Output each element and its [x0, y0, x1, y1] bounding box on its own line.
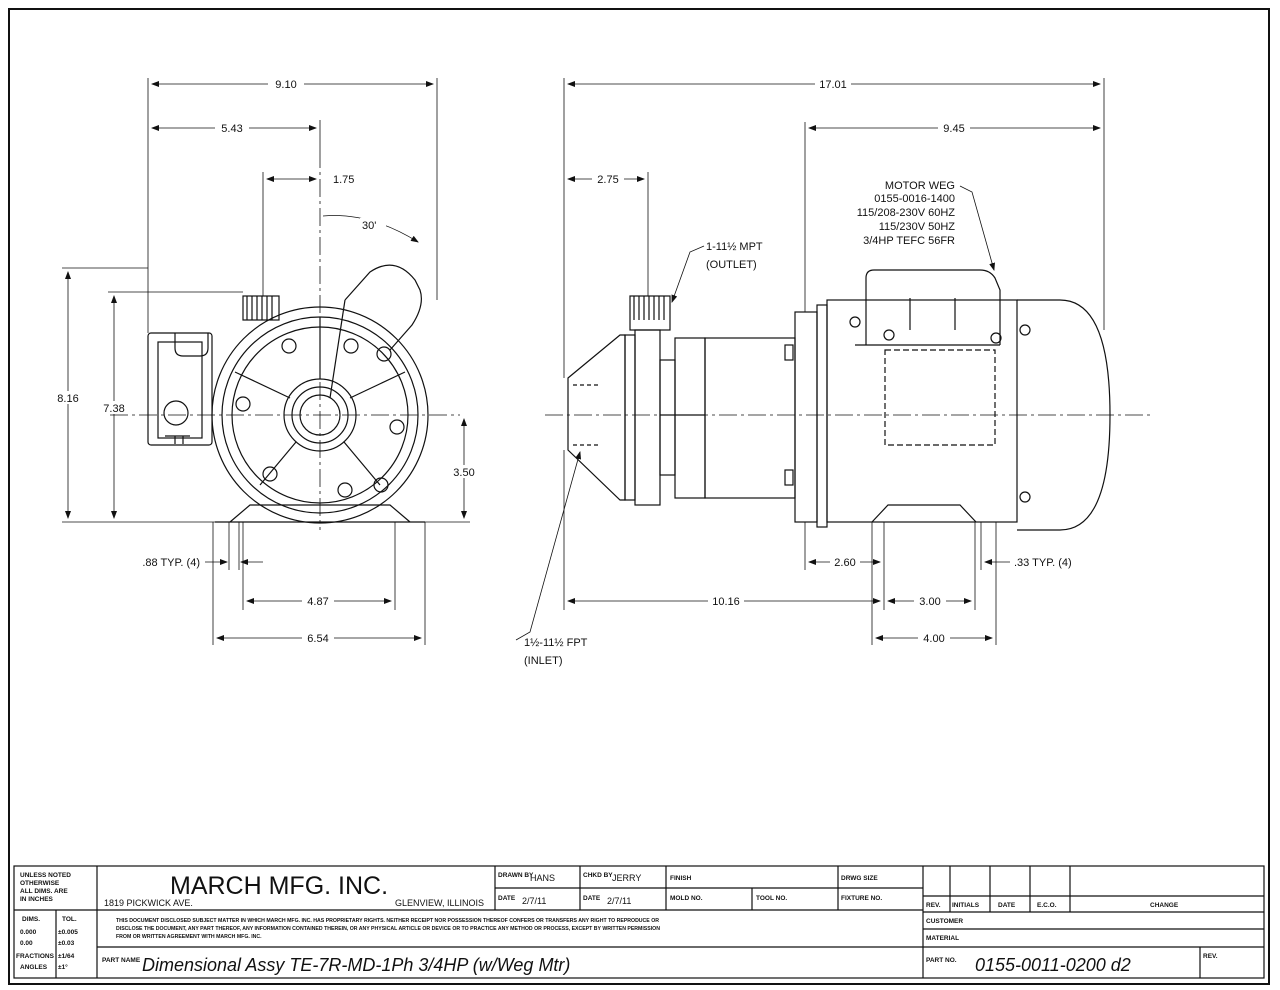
dim-foot-spacing: 4.87 — [307, 596, 328, 608]
motor-note-line4: 115/230V 50HZ — [879, 221, 956, 233]
tol-dim-1: 0.00 — [20, 940, 33, 947]
tol-dim-3: ANGLES — [20, 964, 48, 971]
tolerance-note-line1: UNLESS NOTED — [20, 872, 71, 879]
dim-outlet-offset: 1.75 — [333, 174, 354, 186]
dim-inlet-to-foot: 10.16 — [712, 596, 740, 608]
tol-val-3: ±1° — [58, 963, 68, 971]
rev-header-initials: INITIALS — [952, 902, 980, 909]
dim-motor-length: 9.45 — [943, 123, 964, 135]
rev-header-rev: REV. — [926, 902, 941, 909]
company-address: 1819 PICKWICK AVE. — [104, 898, 193, 908]
dim-center-offset: 5.43 — [221, 123, 242, 135]
customer-label: CUSTOMER — [926, 918, 963, 925]
tool-label: TOOL NO. — [756, 895, 787, 902]
rev-header-date: DATE — [998, 902, 1016, 909]
dim-foot-offset: 2.60 — [834, 557, 855, 569]
drawn-by-label: DRAWN BY — [498, 872, 534, 879]
dim-height-inner: 7.38 — [103, 403, 124, 415]
rev-header-change: CHANGE — [1150, 902, 1179, 909]
material-label: MATERIAL — [926, 935, 959, 942]
dim-side-foot-hole: .33 TYP. (4) — [1014, 557, 1072, 569]
fixture-label: FIXTURE NO. — [841, 895, 882, 902]
chkd-date-label: DATE — [583, 895, 601, 902]
dim-angle: 30' — [362, 220, 376, 232]
mold-label: MOLD NO. — [670, 895, 703, 902]
tolerance-note-line3: ALL DIMS. ARE — [20, 888, 68, 895]
legal-line1: THIS DOCUMENT DISCLOSED SUBJECT MATTER I… — [116, 918, 659, 924]
chkd-by-label: CHKD BY — [583, 872, 613, 879]
tol-dim-0: 0.000 — [20, 929, 37, 936]
drawn-date: 2/7/11 — [522, 896, 546, 906]
motor-note-line5: 3/4HP TEFC 56FR — [863, 235, 955, 247]
dim-overall-width: 9.10 — [275, 79, 296, 91]
side-view — [545, 269, 1150, 531]
outlet-note-line2: (OUTLET) — [706, 259, 757, 271]
dim-height-overall: 8.16 — [57, 393, 78, 405]
front-view — [110, 150, 460, 530]
dim-foot-width: 6.54 — [307, 633, 328, 645]
tol-val-0: ±0.005 — [58, 929, 78, 936]
company-city: GLENVIEW, ILLINOIS — [395, 898, 484, 908]
dim-side-outlet-offset: 2.75 — [597, 174, 618, 186]
rev-label: REV. — [1203, 953, 1218, 960]
dim-foot-hole: .88 TYP. (4) — [142, 557, 200, 569]
dim-foot-length: 4.00 — [923, 633, 944, 645]
chkd-date: 2/7/11 — [607, 896, 631, 906]
dim-foot-hole-spacing: 3.00 — [919, 596, 940, 608]
inlet-note-line1: 1½-11½ FPT — [524, 637, 588, 649]
dim-shaft-height: 3.50 — [453, 467, 474, 479]
motor-note-line2: 0155-0016-1400 — [874, 193, 955, 205]
finish-label: FINISH — [670, 875, 692, 882]
motor-note-line1: MOTOR WEG — [885, 180, 955, 192]
tol-val-2: ±1/64 — [58, 953, 75, 960]
tolerance-note-line2: OTHERWISE — [20, 880, 60, 887]
dim-overall-length: 17.01 — [819, 79, 847, 91]
rev-header-eco: E.C.O. — [1037, 902, 1057, 909]
part-no-label: PART NO. — [926, 957, 957, 964]
drawn-by: HANS — [530, 873, 555, 883]
tol-dim-2: FRACTIONS — [16, 953, 55, 960]
title-block — [13, 865, 1265, 979]
dwg-size-label: DRWG SIZE — [841, 875, 878, 882]
tol-val-1: ±0.03 — [58, 940, 75, 947]
legal-line2: DISCLOSE THE DOCUMENT, ANY PART THEREOF,… — [116, 926, 660, 932]
motor-note-line3: 115/208-230V 60HZ — [857, 207, 956, 219]
part-name: Dimensional Assy TE-7R-MD-1Ph 3/4HP (w/W… — [142, 955, 570, 975]
part-no: 0155-0011-0200 d2 — [975, 955, 1131, 975]
legal-line3: FROM OR WRITTEN AGREEMENT WITH MARCH MFG… — [116, 934, 262, 940]
inlet-note-line2: (INLET) — [524, 655, 563, 667]
company-name: MARCH MFG. INC. — [170, 872, 388, 900]
tol-header: TOL. — [62, 916, 77, 923]
sheet-border — [8, 8, 1270, 985]
part-name-label: PART NAME — [102, 957, 141, 964]
outlet-note-line1: 1-11½ MPT — [706, 241, 763, 253]
tolerance-note-line4: IN INCHES — [20, 896, 54, 903]
dims-header: DIMS. — [22, 916, 40, 923]
drawn-date-label: DATE — [498, 895, 516, 902]
chkd-by: JERRY — [612, 873, 641, 883]
